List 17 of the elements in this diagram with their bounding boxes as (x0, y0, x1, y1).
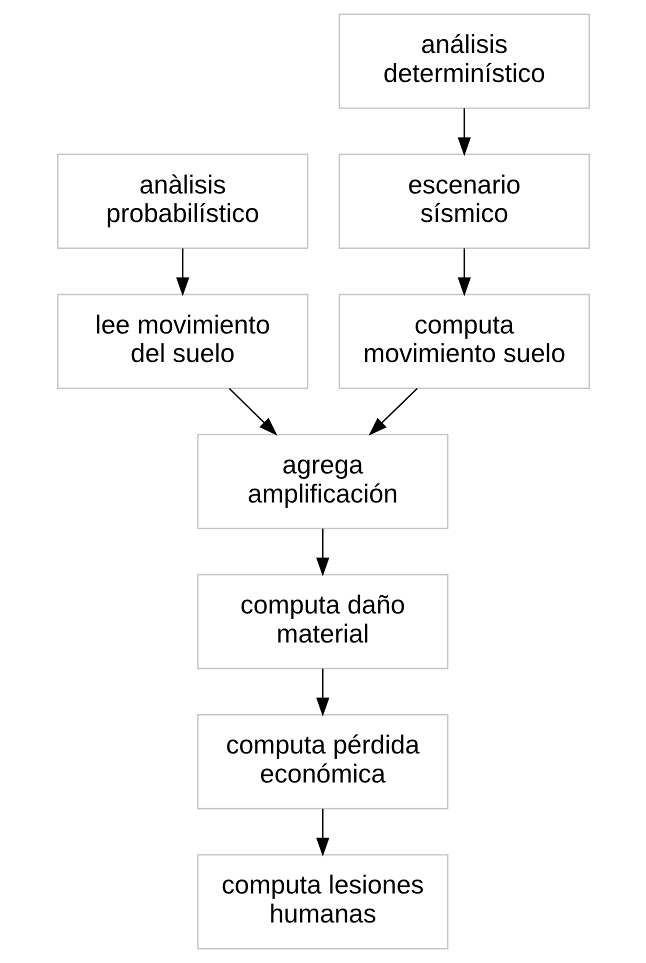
arrow (228, 388, 277, 436)
node-box: computa movimiento suelo (338, 294, 590, 390)
node-box: computa lesiones humanas (196, 854, 448, 950)
node-box: computa daño material (196, 574, 448, 670)
node-box: agrega amplificación (196, 434, 448, 530)
arrow (316, 668, 329, 716)
arrow (316, 808, 329, 857)
node-box: lee movimiento del suelo (56, 294, 308, 390)
node-box: escenario sísmico (338, 154, 590, 249)
arrow (176, 248, 189, 296)
node-box: computa pérdida económica (196, 714, 448, 810)
node-box: anàlisis probabilístico (56, 154, 308, 249)
arrow (368, 388, 418, 436)
arrow (457, 248, 470, 296)
node-box: análisis determinístico (338, 14, 590, 109)
arrow (457, 108, 470, 156)
arrow (316, 528, 329, 576)
